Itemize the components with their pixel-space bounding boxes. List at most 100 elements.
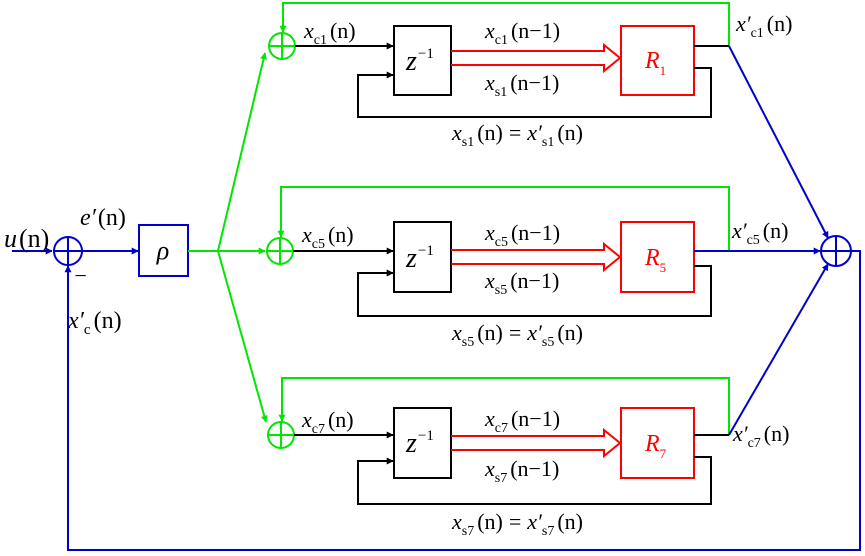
branch-5-output-label: x′c5(n) — [731, 218, 788, 248]
xc-delayed-symbol: x — [484, 406, 495, 431]
output-summing-junction — [820, 235, 852, 267]
eq-rhs-subscript: s5 — [542, 335, 554, 350]
xc-out-argument: (n) — [763, 218, 789, 243]
resonator-base: R — [644, 245, 660, 271]
xc-symbol: x — [301, 222, 312, 247]
eq-sign: = — [509, 509, 521, 534]
xc-out-subscript: c5 — [747, 233, 760, 248]
branch-7-to-output-arrow — [728, 263, 829, 436]
branch-5-resonator — [620, 221, 695, 293]
xc-delayed-symbol: x — [484, 220, 495, 245]
delay-exponent: −1 — [418, 46, 434, 62]
branch-7-resonator — [620, 407, 695, 479]
branch-5-xc-delayed-label: xc5(n−1) — [484, 220, 560, 250]
xc-delayed-symbol: x — [484, 18, 495, 43]
xc-argument: (n) — [328, 407, 354, 432]
resonator-subscript: 5 — [660, 260, 667, 275]
branch-1-output-label: x′c1(n) — [735, 11, 792, 41]
to-branch-1-arrow — [217, 52, 267, 252]
branch-7-equation: xs7(n)=x′s7(n) — [451, 509, 583, 539]
branch-1-xs-delayed-label: xs1(n−1) — [484, 70, 559, 100]
xc-argument: (n) — [328, 222, 354, 247]
global-feedback-path — [64, 250, 861, 551]
branch-5-summing-junction — [266, 237, 294, 265]
xc-delayed-argument: (n−1) — [511, 18, 560, 43]
feedback-label: x′c(n) — [67, 308, 122, 338]
branch-1-equation: xs1(n)=x′s1(n) — [451, 120, 583, 150]
branch-5-xc-label: xc5(n) — [301, 222, 354, 252]
eq-lhs-symbol: x — [451, 320, 462, 345]
xc-out-subscript: c7 — [748, 436, 761, 451]
xc-delayed-argument: (n−1) — [511, 406, 560, 431]
xc-argument: (n) — [330, 18, 356, 43]
delay-base: z — [405, 46, 417, 77]
branch-7-xc-delayed-label: xc7(n−1) — [484, 406, 560, 436]
input-argument: (n) — [19, 224, 49, 253]
gain-symbol: ρ — [156, 236, 169, 265]
eq-lhs-subscript: s5 — [462, 335, 474, 350]
branch-7-xs-delayed-label: xs7(n−1) — [484, 456, 559, 486]
branch-5-equation: xs5(n)=x′s5(n) — [451, 320, 583, 350]
feedback-argument: (n) — [94, 308, 122, 334]
xc-out-symbol: x′ — [732, 421, 749, 446]
branch-1-internal-loop — [357, 67, 712, 118]
xc-delayed-subscript: c5 — [495, 235, 508, 250]
resonator-subscript: 7 — [660, 446, 667, 461]
error-symbol: e′ — [80, 205, 97, 231]
eq-sign: = — [509, 320, 521, 345]
resonator-base: R — [644, 431, 660, 457]
eq-sign: = — [509, 120, 521, 145]
branch-1-summing-junction — [268, 32, 296, 60]
eq-lhs-symbol: x — [451, 509, 462, 534]
xs-delayed-argument: (n−1) — [510, 268, 559, 293]
xs-delayed-subscript: s1 — [495, 85, 507, 100]
delay-exponent: −1 — [418, 428, 434, 444]
xc-out-subscript: c1 — [751, 26, 764, 41]
xc-subscript: c5 — [312, 237, 325, 252]
xs-delayed-subscript: s5 — [495, 283, 507, 298]
branch-7-summing-junction — [267, 421, 295, 449]
eq-lhs-argument: (n) — [477, 120, 503, 145]
xc-delayed-argument: (n−1) — [511, 220, 560, 245]
input-section: ρ u(n) e′ (n) − x′c(n) — [4, 205, 189, 338]
xc-subscript: c1 — [314, 33, 327, 48]
eq-rhs-symbol: x′ — [526, 120, 543, 145]
branch-7: z−1 R7 xc7(n) xc7(n−1) xs7(n−1) x′c7(n) … — [267, 377, 790, 539]
feedback-sign: − — [73, 263, 88, 288]
branch-1-delay-block — [393, 25, 452, 96]
branch-1-feedback-loop — [279, 2, 730, 46]
xc-symbol: x — [303, 18, 314, 43]
delay-base: z — [405, 428, 417, 459]
branch-7-delay-block — [393, 407, 452, 479]
branch-5-double-arrow — [451, 241, 622, 273]
resonator-base: R — [644, 48, 660, 74]
branch-7-resonator-label: R7 — [644, 431, 667, 461]
branch-5-xs-delayed-label: xs5(n−1) — [484, 268, 559, 298]
input-label: u(n) — [4, 224, 49, 253]
xc-out-argument: (n) — [764, 421, 790, 446]
eq-rhs-subscript: s1 — [542, 135, 554, 150]
branch-1-xc-delayed-label: xc1(n−1) — [484, 18, 560, 48]
xc-delayed-subscript: c1 — [495, 33, 508, 48]
xc-delayed-subscript: c7 — [495, 421, 508, 436]
eq-lhs-argument: (n) — [477, 509, 503, 534]
xc-out-symbol: x′ — [735, 11, 752, 36]
eq-lhs-argument: (n) — [477, 320, 503, 345]
delay-base: z — [405, 243, 417, 274]
input-summing-junction — [53, 236, 83, 266]
branch-7-double-arrow — [451, 427, 622, 459]
branch-5-delay-label: z−1 — [405, 243, 434, 274]
eq-rhs-symbol: x′ — [526, 509, 543, 534]
xs-delayed-argument: (n−1) — [510, 456, 559, 481]
branch-1-delay-label: z−1 — [405, 46, 434, 77]
eq-rhs-argument: (n) — [557, 320, 583, 345]
branch-5-delay-block — [393, 221, 452, 293]
branch-1-to-output-arrow — [728, 45, 829, 239]
delay-exponent: −1 — [418, 243, 434, 259]
branch-5-feedback-loop — [277, 186, 730, 251]
xc-symbol: x — [301, 407, 312, 432]
branch-7-xc-label: xc7(n) — [301, 407, 354, 437]
distribution-lines — [188, 52, 268, 423]
xs-delayed-argument: (n−1) — [510, 70, 559, 95]
